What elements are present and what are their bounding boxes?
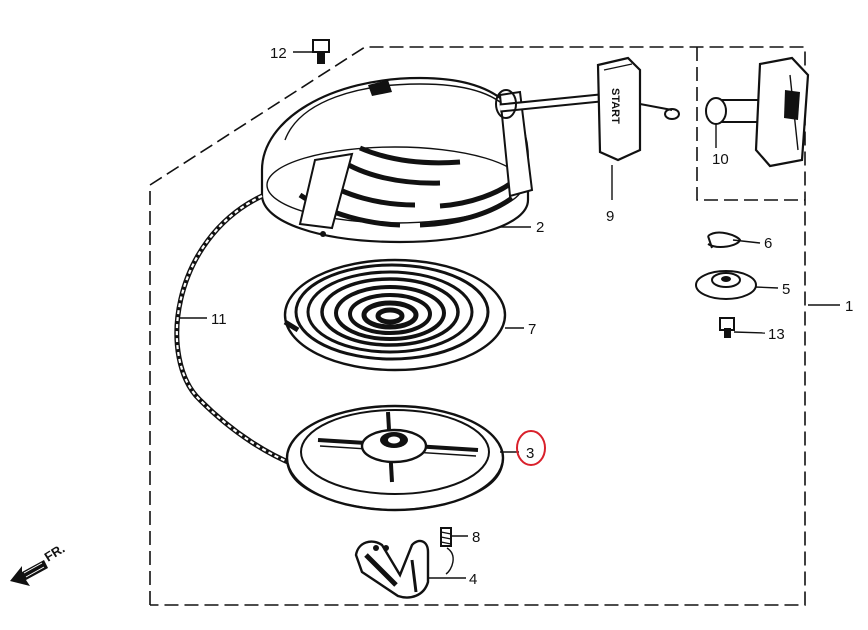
bolt-part-12[interactable] (312, 39, 330, 64)
callout-4: 4 (469, 571, 477, 588)
highlight-circle (516, 430, 546, 466)
callout-3: 3 (526, 445, 534, 462)
callout-1: 1 (845, 298, 853, 315)
callout-7: 7 (528, 321, 536, 338)
inset-frame (696, 47, 805, 201)
starter-rope-part-11[interactable] (174, 193, 296, 468)
callout-6: 6 (764, 235, 772, 252)
grip-start-text: START (609, 88, 621, 124)
callout-8: 8 (472, 529, 480, 546)
pin-part-6[interactable] (707, 231, 742, 249)
spring-part-8[interactable] (440, 527, 454, 575)
callout-10: 10 (712, 151, 729, 168)
washer-part-5[interactable] (695, 270, 757, 300)
callout-2: 2 (536, 219, 544, 236)
ratchet-part-4[interactable] (354, 539, 430, 599)
grip-part-10[interactable] (705, 56, 810, 168)
leader-lines (180, 51, 840, 579)
front-direction-marker: FR. (10, 541, 67, 586)
starter-case-part-2[interactable] (260, 76, 534, 244)
rope-grip-part-9[interactable]: START (495, 56, 680, 162)
bolt-part-13[interactable] (719, 317, 735, 338)
front-marker-text: FR. (42, 541, 68, 565)
assembly-frame (149, 46, 806, 606)
reel-part-3[interactable] (285, 404, 505, 512)
callout-13: 13 (768, 326, 785, 343)
callout-11: 11 (211, 311, 227, 328)
recoil-spring-part-7[interactable] (283, 258, 507, 372)
callout-12: 12 (270, 45, 287, 62)
callout-5: 5 (782, 281, 790, 298)
callout-9: 9 (606, 208, 614, 225)
